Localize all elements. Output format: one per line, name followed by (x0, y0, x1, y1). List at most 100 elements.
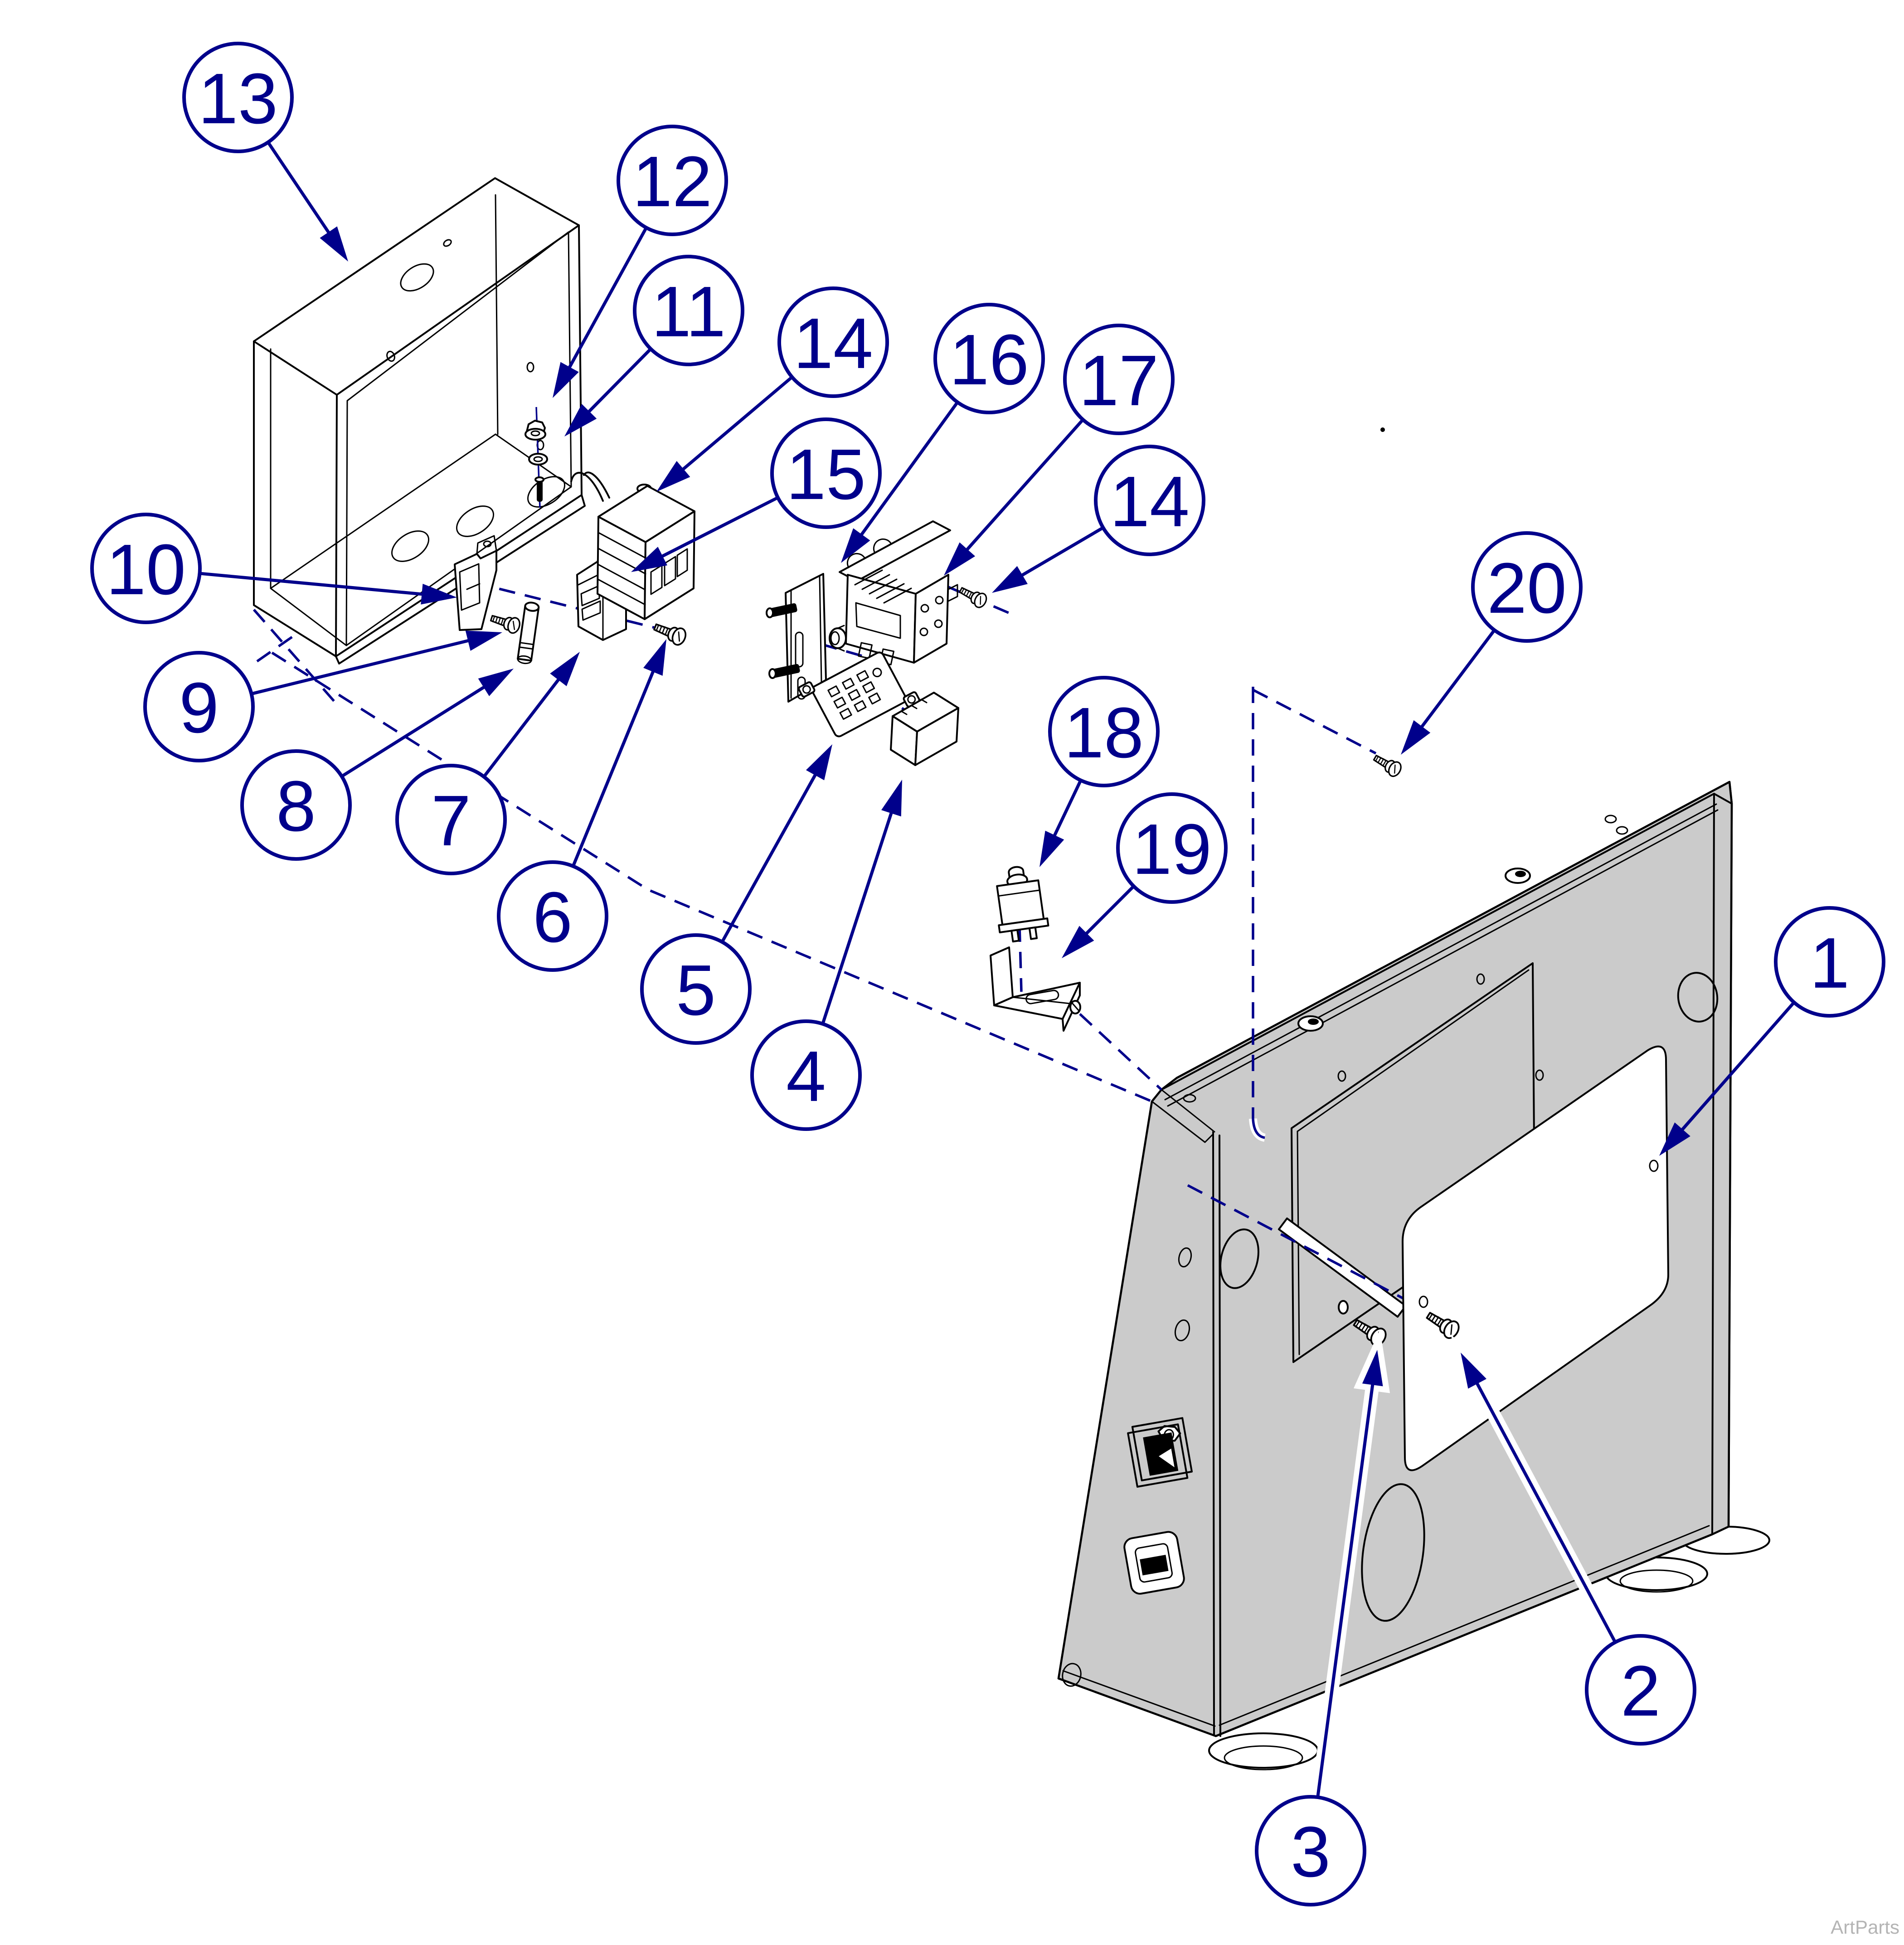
callout-4: 4 (750, 780, 902, 1131)
callout-number: 7 (431, 781, 471, 861)
leader-line (1019, 526, 1104, 578)
junction-box (253, 177, 586, 665)
callout-number: 9 (179, 668, 219, 748)
callout-1: 1 (1659, 906, 1885, 1156)
callout-19: 19 (1062, 792, 1228, 958)
leader-line (859, 401, 959, 538)
callout-balloon-4 (750, 1019, 862, 1131)
pushbutton-switch (996, 866, 1049, 943)
callout-balloon-11 (633, 255, 744, 366)
callout-balloon-7 (395, 764, 507, 875)
callout-number: 12 (632, 142, 712, 222)
cover-screw-washer (1338, 1300, 1349, 1314)
callout-14: 14 (656, 286, 889, 492)
callout-balloon-14 (1094, 445, 1205, 556)
callout-number: 10 (106, 530, 186, 610)
relay-socket (798, 651, 920, 737)
callout-20: 20 (1401, 531, 1583, 755)
callout-number: 18 (1064, 693, 1144, 773)
callout-number: 16 (949, 320, 1029, 400)
callout-number: 11 (651, 272, 726, 352)
leader-arrowhead (553, 362, 579, 398)
leader-line (1083, 885, 1135, 936)
cabinet-side-features (1062, 1247, 1193, 1687)
callout-5: 5 (640, 744, 832, 1045)
callout-number: 15 (786, 435, 866, 514)
leader-line (821, 810, 894, 1024)
leader-line (1474, 1380, 1617, 1643)
leader-arrowhead (631, 547, 667, 572)
callout-balloon-16 (933, 303, 1045, 414)
leader-arrowhead (478, 669, 514, 696)
leader-line (567, 227, 648, 370)
leader-arrowhead (421, 583, 457, 605)
callout-balloon-9 (143, 651, 255, 762)
leader-arrowhead (550, 652, 580, 686)
callout-3: 3 (1255, 1329, 1390, 1906)
callout-number: 2 (1621, 1651, 1661, 1731)
callout-balloon-17 (1063, 324, 1175, 435)
leader-arrowhead (1461, 1353, 1487, 1389)
callout-balloon-2 (1585, 1634, 1696, 1746)
callout-balloon-13 (182, 42, 294, 153)
leader-arrowhead (320, 226, 348, 262)
nut-washer-screw-stack (525, 407, 548, 508)
leader-line (1052, 779, 1083, 839)
callout-number: 14 (793, 304, 873, 383)
callout-number: 13 (198, 59, 278, 139)
callout-balloon-1 (1774, 906, 1885, 1018)
leader-line (680, 376, 793, 472)
leader-line (659, 496, 779, 559)
callout-13: 13 (182, 42, 348, 262)
callout-2: 2 (1451, 1334, 1696, 1746)
cabinet-feet (1208, 1526, 1770, 1770)
callout-14: 14 (992, 445, 1205, 593)
callout-number: 1 (1810, 923, 1850, 1003)
callout-17: 17 (944, 324, 1175, 576)
callout-balloon-18 (1048, 676, 1160, 787)
callout-9: 9 (143, 631, 502, 762)
callout-6: 6 (497, 639, 666, 972)
fuse-holder-bracket (454, 535, 497, 631)
watermark: ArtParts (1831, 1916, 1899, 1938)
leader-arrowhead (1659, 1122, 1690, 1156)
callout-10: 10 (90, 513, 457, 624)
callout-number: 14 (1110, 462, 1190, 542)
callout-number: 3 (1291, 1812, 1331, 1892)
handle-recess (1123, 1531, 1185, 1595)
leader-line (482, 676, 561, 778)
callout-balloon-3 (1255, 1795, 1366, 1906)
callout-8: 8 (240, 669, 514, 861)
cabinet (1057, 781, 1770, 1770)
fuse (517, 601, 540, 665)
callout-number: 6 (533, 878, 573, 957)
push-nut (829, 625, 847, 652)
callout-balloon-10 (90, 513, 202, 624)
fuse-bracket-screw (488, 610, 523, 635)
callout-balloon-8 (240, 749, 352, 861)
din-mounting-plate (766, 573, 827, 703)
leader-arrowhead (841, 528, 870, 563)
leader-line (1419, 629, 1496, 730)
contactor (839, 520, 958, 665)
leader-line (267, 141, 331, 236)
rocker-switch (1127, 1417, 1193, 1488)
upper-construction-lines (1079, 687, 1377, 1142)
leader-line (964, 418, 1084, 553)
terminal-screw (651, 618, 689, 648)
callout-18: 18 (1039, 676, 1160, 867)
callout-number: 19 (1132, 810, 1212, 889)
callout-number: 17 (1079, 341, 1159, 421)
leader-arrowhead (656, 461, 690, 492)
callout-balloon-14 (777, 286, 889, 398)
callout-7: 7 (395, 652, 580, 875)
callout-16: 16 (841, 303, 1045, 563)
leader-line (199, 572, 425, 596)
callout-12: 12 (553, 125, 728, 398)
callout-number: 20 (1487, 548, 1567, 628)
callout-balloon-5 (640, 933, 752, 1045)
stray-dot (1380, 427, 1385, 432)
